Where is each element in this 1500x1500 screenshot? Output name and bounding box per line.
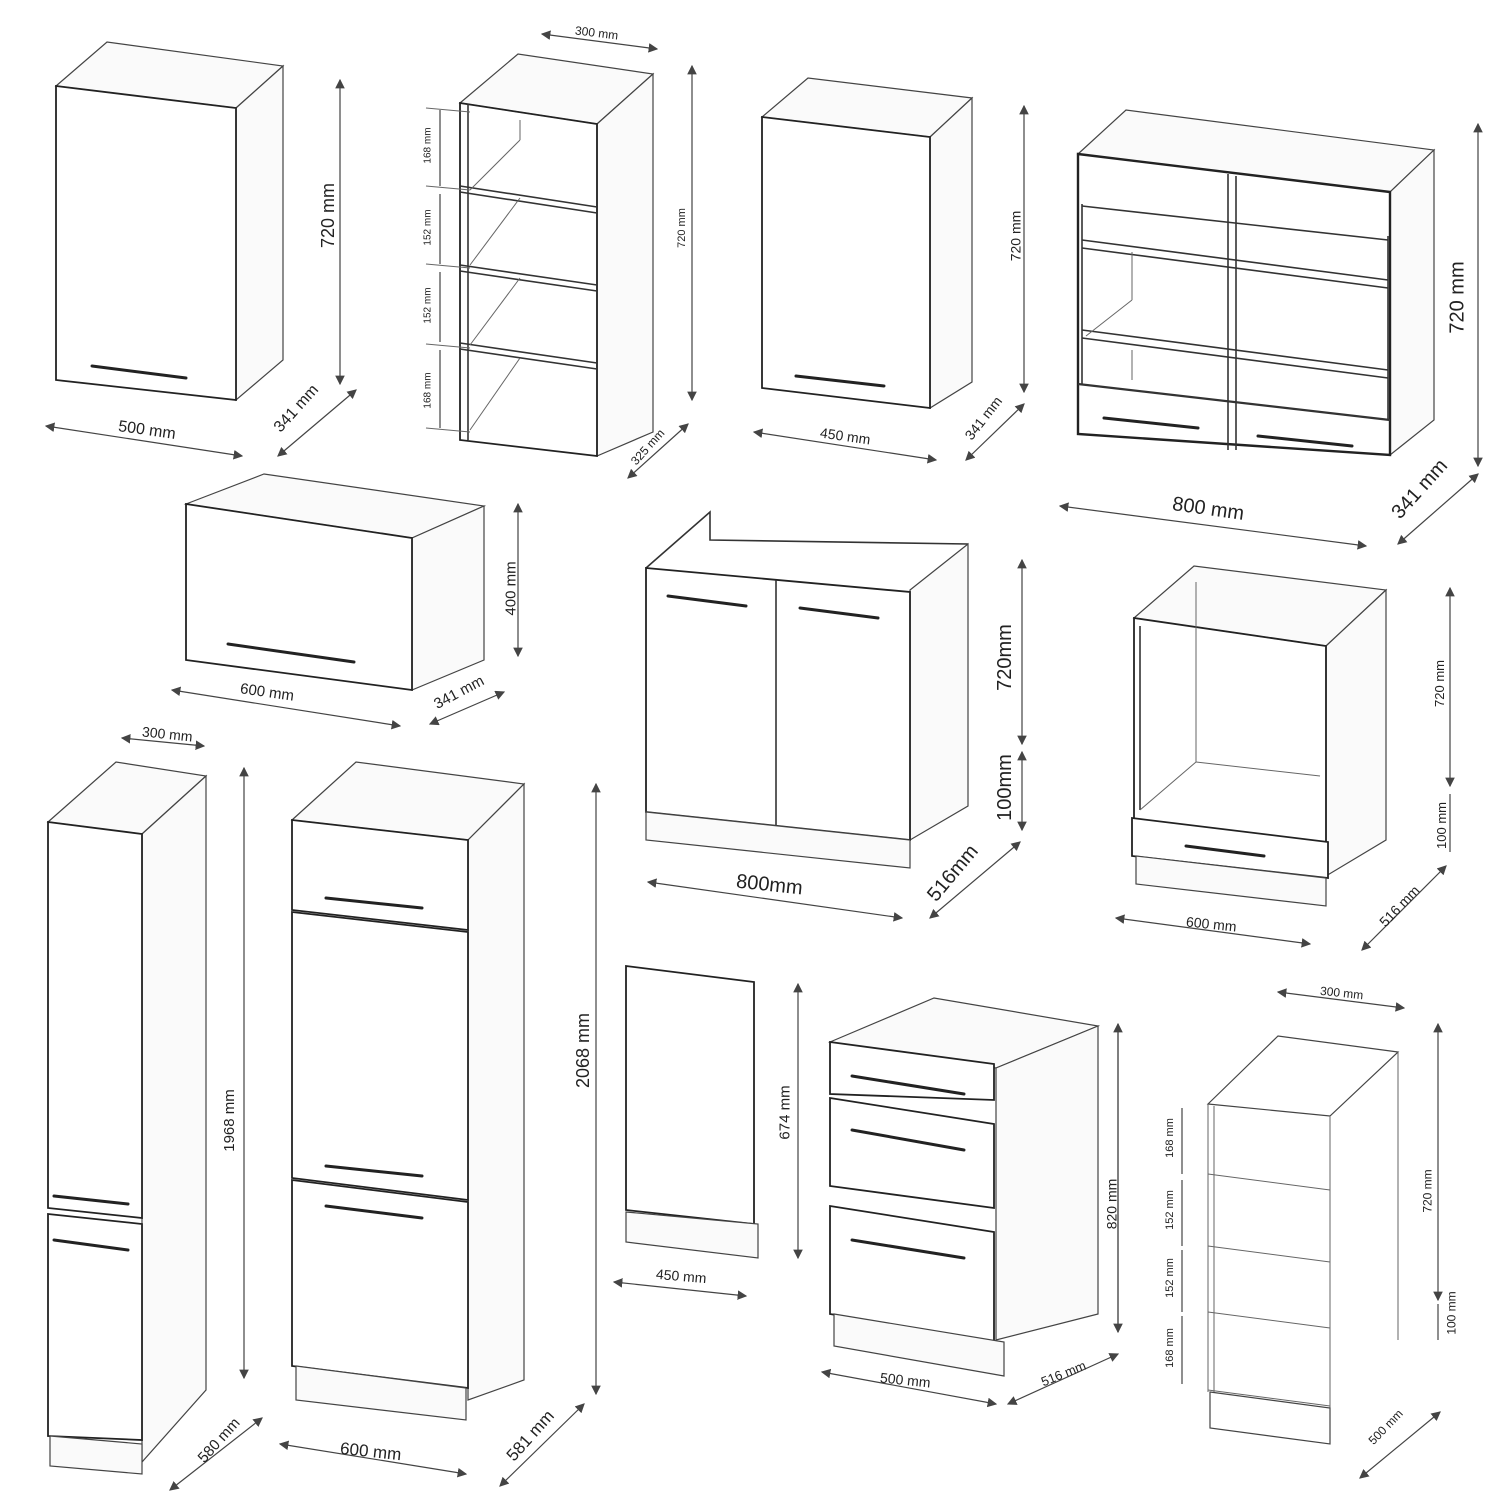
- label-shelf-168: 168 mm: [1163, 1118, 1176, 1158]
- wall-flap-cabinet-600: [183, 473, 487, 692]
- label-shelf-152: 152 mm: [1163, 1190, 1176, 1230]
- label-plinth-100: 100 mm: [1433, 802, 1449, 849]
- label-height-400: 400 mm: [502, 561, 520, 616]
- oven-housing-600: [1131, 565, 1388, 907]
- label-height-820: 820 mm: [1103, 1178, 1120, 1230]
- dimension-lines-2: [425, 30, 697, 479]
- wall-cabinet-450: [760, 77, 974, 410]
- open-wall-shelf-300: [458, 53, 655, 458]
- label-height-720: 720 mm: [1446, 261, 1469, 334]
- dimension-lines-1: [44, 78, 357, 460]
- label-shelf-152: 152 mm: [422, 209, 434, 246]
- label-height-720: 720 mm: [1007, 210, 1024, 262]
- label-height-720: 720 mm: [318, 182, 339, 249]
- label-height-1968: 1968 mm: [220, 1089, 238, 1152]
- label-height-720: 720 mm: [1431, 660, 1447, 707]
- open-base-shelf-300: [1206, 1035, 1400, 1445]
- tall-cabinet-300: [46, 761, 208, 1475]
- label-shelf-168: 168 mm: [422, 127, 434, 164]
- dimension-lines-7: [1114, 586, 1455, 951]
- tall-fridge-housing-600: [290, 761, 526, 1421]
- dimension-lines-10: [612, 982, 803, 1300]
- three-drawer-base-500: [827, 997, 1101, 1377]
- label-shelf-152: 152 mm: [1163, 1258, 1176, 1298]
- dimension-lines-9: [278, 782, 601, 1487]
- label-shelf-168: 168 mm: [422, 372, 434, 409]
- glass-wall-cabinet-800: [1076, 109, 1436, 457]
- dimension-lines-4: [1058, 122, 1483, 550]
- wall-cabinet-500: [54, 41, 285, 402]
- dimension-lines-12: [1117, 988, 1443, 1479]
- dimension-lines-3: [752, 104, 1029, 464]
- label-height-2068: 2068 mm: [573, 1012, 594, 1089]
- dishwasher-panel-450: [625, 964, 759, 1259]
- sink-base-cabinet-800: [645, 510, 969, 869]
- dimension-lines-8: [120, 734, 263, 1491]
- dimension-lines-5: [170, 502, 523, 730]
- dimension-lines-6: [646, 558, 1027, 922]
- label-height-674: 674 mm: [776, 1085, 794, 1140]
- label-shelf-152: 152 mm: [422, 287, 434, 324]
- label-height-720: 720 mm: [1420, 1169, 1435, 1213]
- label-height-720: 720 mm: [675, 208, 688, 248]
- label-plinth-100: 100mm: [993, 754, 1016, 821]
- label-plinth-100: 100 mm: [1444, 1291, 1459, 1335]
- label-shelf-168: 168 mm: [1163, 1328, 1176, 1368]
- label-height-720: 720mm: [993, 624, 1016, 691]
